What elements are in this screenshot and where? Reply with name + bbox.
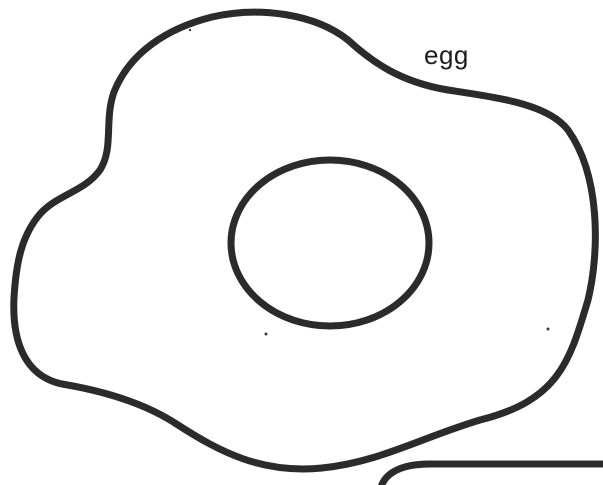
stray-dot [189, 29, 191, 31]
rounded-shape-corner-icon [380, 464, 603, 485]
egg-yolk-outline-icon [231, 160, 429, 326]
stray-dot [265, 333, 268, 336]
egg-label: egg [424, 40, 469, 71]
stray-dot [547, 328, 550, 331]
egg-white-outline-icon [14, 12, 596, 469]
